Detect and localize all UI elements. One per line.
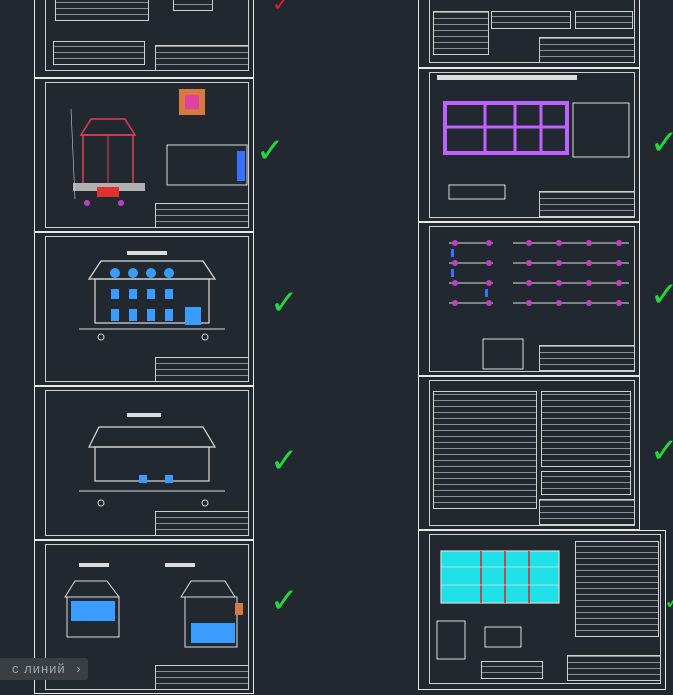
title-block xyxy=(155,203,249,228)
check-mark-icon: ✓ xyxy=(270,441,299,481)
check-mark-icon: ✓ xyxy=(650,123,673,163)
foundation-plan-drawing xyxy=(437,75,630,200)
drawing-sheet-left-4[interactable] xyxy=(34,386,254,540)
sheet-frame xyxy=(45,236,249,382)
check-mark-icon: ✓ xyxy=(664,592,673,614)
check-mark-icon: ✓ xyxy=(270,581,299,621)
title-block xyxy=(155,357,249,382)
specification-table xyxy=(481,661,543,679)
table-block xyxy=(55,0,149,21)
drawing-sheet-right-4[interactable] xyxy=(418,376,640,530)
specification-table xyxy=(491,11,571,29)
specification-table xyxy=(541,391,631,467)
drawing-sheet-left-2[interactable] xyxy=(34,78,254,232)
command-line-label: с линий xyxy=(12,661,66,676)
check-mark-icon: ✓ xyxy=(270,283,299,323)
specification-table xyxy=(433,391,537,509)
title-block xyxy=(567,655,661,681)
sheet-frame xyxy=(429,226,635,372)
chevron-right-icon[interactable]: › xyxy=(76,661,82,676)
title-block xyxy=(539,191,635,217)
table-block xyxy=(433,11,489,55)
specification-table xyxy=(541,471,631,495)
sheet-frame xyxy=(429,72,635,218)
column-layout-drawing xyxy=(449,240,629,370)
sheet-frame xyxy=(429,534,661,684)
sheet-frame xyxy=(45,390,249,536)
reinforcement-plan-drawing xyxy=(436,550,560,660)
title-block xyxy=(539,37,635,63)
sheet-frame xyxy=(429,380,635,526)
title-block xyxy=(155,45,249,71)
section-drawing xyxy=(70,89,248,206)
sheet-frame xyxy=(429,0,635,63)
check-mark-icon: ✓ xyxy=(650,431,673,471)
check-mark-icon: ✓ xyxy=(256,131,285,171)
title-block xyxy=(155,511,249,536)
sheet-frame xyxy=(45,0,249,71)
facade-drawing xyxy=(79,251,225,341)
title-block xyxy=(539,499,635,525)
specification-table xyxy=(575,541,659,637)
title-block xyxy=(539,345,635,371)
specification-table xyxy=(575,11,633,29)
drawing-sheet-left-1[interactable] xyxy=(34,0,254,78)
drawing-sheet-right-3[interactable] xyxy=(418,222,640,376)
drawing-sheet-right-5[interactable] xyxy=(418,530,666,690)
facade-side-drawing xyxy=(79,413,225,507)
legend-block xyxy=(53,41,145,65)
check-mark-partial-icon: ✓ xyxy=(272,0,291,17)
title-block xyxy=(155,665,249,690)
sheet-frame xyxy=(45,82,249,228)
drawing-sheet-right-1[interactable] xyxy=(418,0,640,68)
drawing-sheet-right-2[interactable] xyxy=(418,68,640,222)
note-block xyxy=(173,0,213,11)
section-details-drawing xyxy=(64,563,243,648)
command-line-hint[interactable]: с линий › xyxy=(0,658,88,680)
drawing-sheet-left-3[interactable] xyxy=(34,232,254,386)
check-mark-icon: ✓ xyxy=(650,275,673,315)
